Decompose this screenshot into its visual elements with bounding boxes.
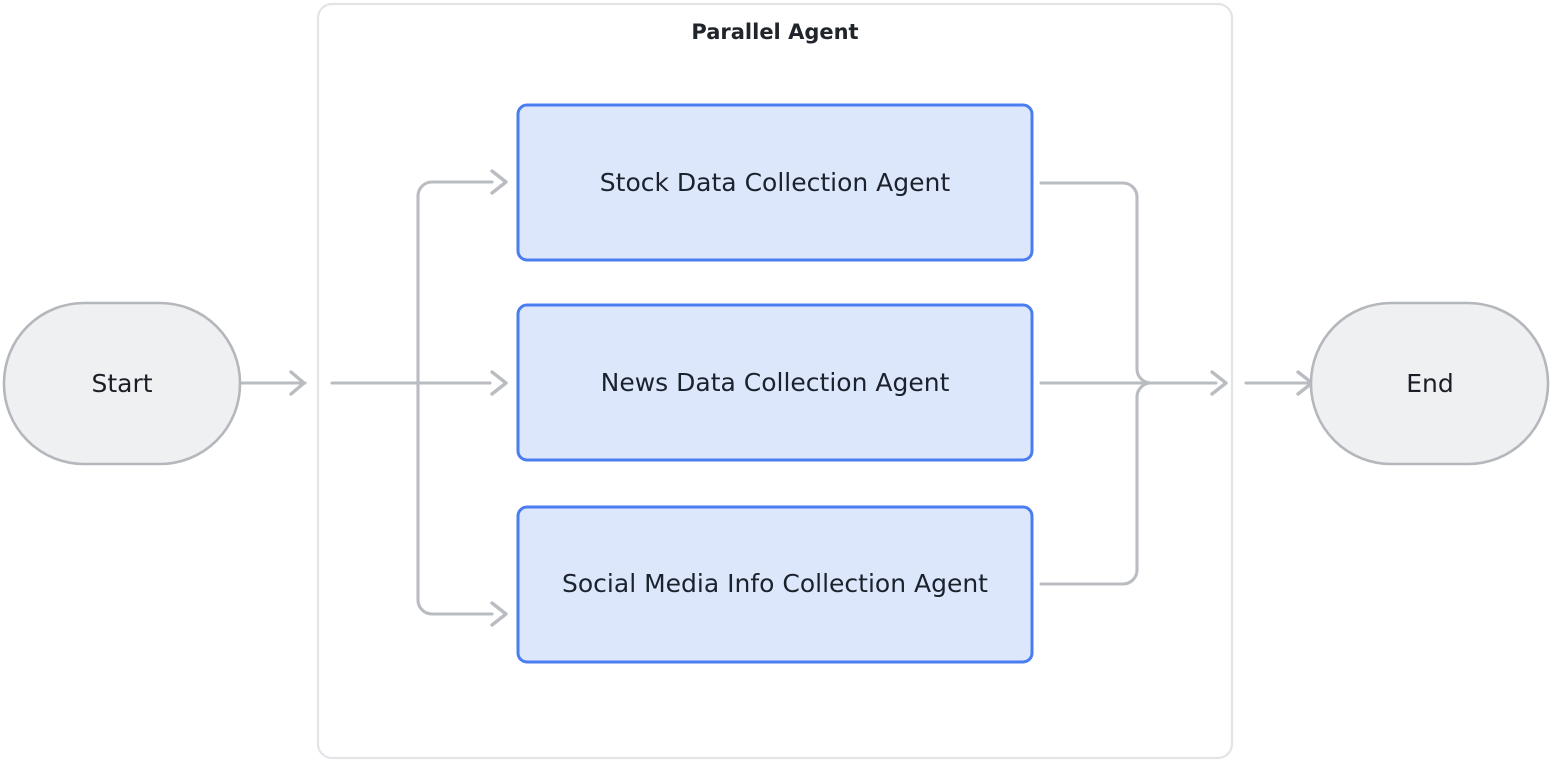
edge-group-to-end bbox=[1244, 370, 1314, 396]
end-node[interactable]: End bbox=[1309, 301, 1550, 466]
agent-node-stock-data-collection[interactable]: Stock Data Collection Agent bbox=[516, 103, 1034, 262]
start-node[interactable]: Start bbox=[2, 301, 242, 466]
agent-node-social-media-info-collection-shape bbox=[516, 505, 1034, 664]
end-node-shape bbox=[1309, 301, 1550, 466]
start-node-label: Start bbox=[91, 369, 152, 398]
agent-node-social-media-info-collection-label: Social Media Info Collection Agent bbox=[562, 569, 988, 598]
end-node-label: End bbox=[1406, 369, 1454, 398]
agent-node-news-data-collection-shape bbox=[516, 303, 1034, 462]
agent-node-stock-data-collection-shape bbox=[516, 103, 1034, 262]
start-node-shape bbox=[2, 301, 242, 466]
agent-node-news-data-collection[interactable]: News Data Collection Agent bbox=[516, 303, 1034, 462]
agent-node-stock-data-collection-label: Stock Data Collection Agent bbox=[600, 168, 951, 197]
agent-node-social-media-info-collection[interactable]: Social Media Info Collection Agent bbox=[516, 505, 1034, 664]
parallel-agent-group-title: Parallel Agent bbox=[691, 20, 858, 44]
edge-start-to-group bbox=[239, 370, 307, 396]
edge-fanin-spine bbox=[1039, 181, 1228, 586]
edge-fanout-spine bbox=[416, 180, 494, 616]
agent-node-news-data-collection-label: News Data Collection Agent bbox=[601, 368, 950, 397]
edge-fanout-arrowheads bbox=[490, 169, 508, 627]
